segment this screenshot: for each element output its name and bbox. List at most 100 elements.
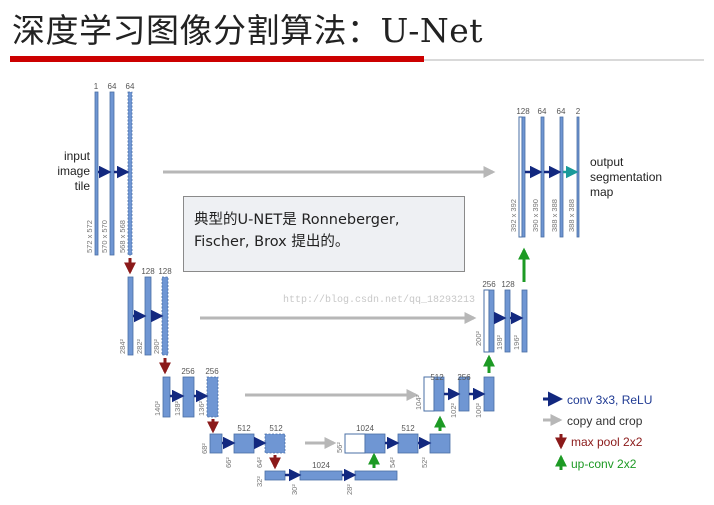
legend-up-label: up-conv 2x2 [571,457,637,471]
channel-label: 512 [237,424,251,433]
size-label: 52² [420,457,429,468]
size-label: 138² [173,400,182,416]
channel-label: 512 [430,373,444,382]
channel-label: 256 [457,373,471,382]
channel-label: 256 [482,280,496,289]
feature-map [521,289,528,353]
size-label: 56² [335,442,344,453]
legend: conv 3x3, ReLU copy and crop max pool 2x… [543,391,652,471]
feature-map-cropped-copy [344,433,366,454]
decoder-level-3 [423,354,495,412]
channel-label: 256 [205,367,219,376]
feature-map [182,376,195,418]
feature-map [209,433,223,454]
output-caption: output segmentation map [590,155,662,199]
feature-map [264,470,286,481]
channel-label: 64 [538,107,547,116]
size-label: 140² [153,400,162,416]
note-line-2: Fischer, Brox 提出的。 [194,234,350,250]
size-labels: 572 x 572 570 x 570 568 x 568 284² 282² … [85,199,576,495]
channel-label: 64 [126,82,135,91]
size-label: 388 x 388 [550,199,559,232]
size-label: 284² [118,338,127,354]
feature-map [127,91,133,256]
decoder-level-2 [483,247,530,353]
bottleneck-level-5 [264,452,398,482]
feature-map [504,289,511,353]
channel-labels: 1 64 64 128 128 256 256 512 512 1024 102… [94,82,581,470]
channel-label: 1024 [312,461,330,470]
size-label: 198² [495,334,504,350]
feature-map [559,116,564,238]
output-label-line: segmentation [590,170,662,184]
feature-map [162,376,171,418]
title-rule-grey [424,59,704,61]
feature-map-cropped-copy [518,116,523,238]
size-label: 32² [255,476,264,487]
input-label-line: image [57,164,90,178]
legend-conv-label: conv 3x3, ReLU [567,393,652,407]
size-label: 28² [345,484,354,495]
size-label: 64² [255,457,264,468]
feature-map [397,433,419,454]
size-label: 66² [224,457,233,468]
output-label-line: map [590,185,614,199]
size-label: 570 x 570 [100,220,109,253]
size-label: 388 x 388 [567,199,576,232]
feature-map [127,276,134,356]
channel-label: 1024 [356,424,374,433]
encoder-level-4 [209,433,286,470]
title-rule-red [10,56,424,62]
slide-title: 深度学习图像分割算法：U-Net [12,11,484,50]
channel-label: 128 [516,107,530,116]
encoder-level-2 [127,276,171,375]
feature-map [206,376,219,418]
input-label-line: input [64,149,91,163]
size-label: 390 x 390 [531,199,540,232]
input-caption: input image tile [57,149,90,193]
feature-map [94,91,99,256]
size-label: 100² [474,402,483,418]
skip-connections [163,166,496,449]
feature-map-upsampled [521,116,526,238]
decoder-level-1 [518,116,580,238]
size-label: 282² [135,338,144,354]
output-segmentation-map [576,116,580,238]
channel-label: 128 [141,267,155,276]
feature-map-cropped-copy [423,376,435,412]
feature-map [540,116,545,238]
size-label: 102² [449,402,458,418]
note-line-1: 典型的U-NET是 Ronneberger, [194,212,400,228]
watermark: http://blog.csdn.net/qq_18293213 [283,294,475,306]
size-label: 54² [388,457,397,468]
size-label: 68² [200,443,209,454]
size-label: 200² [474,330,483,346]
channel-label: 128 [501,280,515,289]
channel-label: 64 [557,107,566,116]
feature-map-cropped-copy [483,289,490,353]
channel-label: 128 [158,267,172,276]
feature-map-upsampled [433,376,445,412]
channel-label: 512 [269,424,283,433]
channel-label: 512 [401,424,415,433]
feature-map [429,433,451,454]
size-label: 392 x 392 [509,199,518,232]
output-label-line: output [590,155,624,169]
feature-map [144,276,152,356]
feature-map [458,376,470,412]
channel-label: 1 [94,82,99,91]
encoder-level-3 [162,376,219,434]
decoder-level-4 [344,415,451,454]
size-label: 196² [512,334,521,350]
input-label-line: tile [75,179,91,193]
feature-map-upsampled [364,433,386,454]
size-label: 136² [197,400,206,416]
feature-map [264,433,286,454]
feature-map [483,376,495,412]
channel-label: 256 [181,367,195,376]
feature-map [354,470,398,481]
feature-map-upsampled [488,289,495,353]
feature-map [161,276,169,356]
channel-label: 2 [576,107,581,116]
